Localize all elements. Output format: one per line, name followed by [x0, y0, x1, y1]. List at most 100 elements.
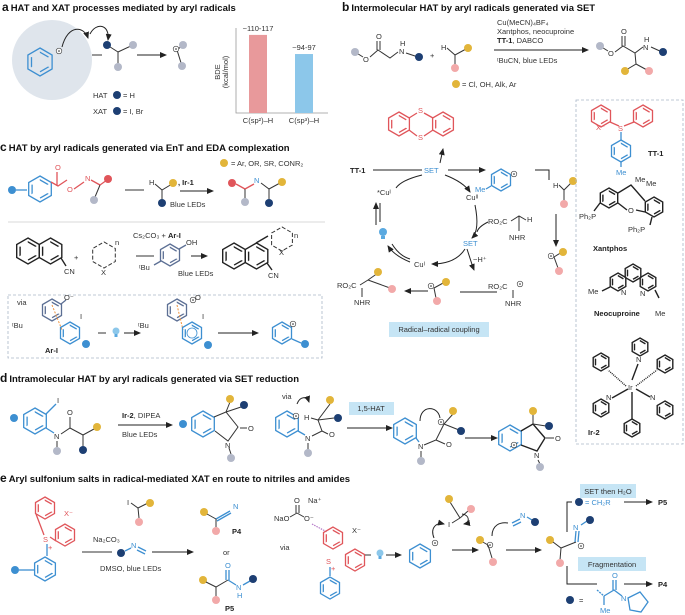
- double-bond: [633, 339, 647, 355]
- substituent-dot: [621, 67, 629, 75]
- substituent-dot: [489, 558, 497, 566]
- bond-line: [244, 183, 255, 190]
- substituent-dot: [467, 505, 475, 513]
- bde-bar-chart: BDE (kcal/mol) C(sp²)–H C(sp³)–H ~110-11…: [213, 24, 328, 125]
- atom-label: I: [448, 520, 450, 529]
- double-bond: [594, 400, 608, 416]
- atom-label: +: [331, 564, 336, 573]
- aromatic-ring: [59, 321, 81, 345]
- bond-line: [566, 566, 597, 585]
- panel-letter: b: [342, 0, 349, 14]
- double-bond: [37, 559, 53, 579]
- atom-label: Na⁺: [308, 496, 322, 505]
- substituent-dot: [374, 268, 382, 276]
- atom-label: N: [640, 289, 645, 298]
- bond-line: [136, 549, 146, 555]
- bond-line: [415, 437, 420, 443]
- atom-label: X⁻: [596, 123, 605, 132]
- condition-text: Cu(MeCN)₄BF₄: [497, 18, 549, 27]
- bond-line: [520, 423, 546, 452]
- xantphos-label: Xantphos: [593, 244, 627, 253]
- condition-text: Ir-2, DIPEA: [122, 411, 160, 420]
- aromatic-ring: [41, 298, 63, 322]
- double-bond: [625, 420, 639, 436]
- substituent-dot: [204, 341, 212, 349]
- curved-line: [476, 221, 489, 233]
- substituent-dot: [531, 518, 539, 526]
- product-p4-label: P4: [232, 527, 242, 536]
- aromatic-ring: [590, 104, 612, 128]
- radical-dot: [175, 48, 177, 50]
- substituent-dot: [212, 527, 220, 535]
- substituent-dot: [304, 449, 312, 457]
- bond-line: [311, 419, 323, 437]
- substituent-dot: [545, 422, 553, 430]
- radical-dot: [434, 542, 436, 544]
- bond-line: [601, 286, 611, 292]
- bond-line: [511, 518, 521, 524]
- bond-line: [449, 501, 461, 519]
- condition-text: DMSO, blue LEDs: [100, 564, 162, 573]
- substituent-dot: [379, 228, 387, 236]
- radical-dot: [489, 544, 491, 546]
- benzene-ring: [27, 47, 53, 77]
- substituent-dot: [227, 454, 235, 462]
- atom-label: S: [418, 106, 423, 115]
- coupling-label: Radical–radical coupling: [398, 325, 479, 334]
- atom-label: ᵗBu: [139, 263, 150, 272]
- radical-dot: [513, 444, 515, 446]
- radical-icon: [289, 320, 297, 328]
- double-bond: [435, 114, 451, 134]
- bond-line: [535, 169, 550, 180]
- bond-line: [451, 517, 461, 524]
- atom-label: ᵗBu: [12, 321, 23, 330]
- bond-line: [291, 338, 302, 344]
- atom-label: NHR: [509, 233, 526, 242]
- atom-label: N: [131, 541, 136, 550]
- panel-letter: a: [2, 0, 9, 14]
- substituent-dot: [464, 44, 472, 52]
- double-bond: [41, 241, 60, 261]
- atom-label: O: [612, 571, 618, 580]
- bond-line: [635, 63, 648, 71]
- substituent-dot: [560, 200, 568, 208]
- atom-label: N: [520, 511, 525, 520]
- double-bond: [641, 274, 655, 290]
- or-label: or: [223, 548, 230, 557]
- substituent-dot: [445, 495, 453, 503]
- bond-line: [130, 502, 149, 509]
- p4-target-label: P4: [658, 580, 668, 589]
- aromatic-ring: [54, 523, 76, 547]
- aromatic-ring: [639, 272, 657, 292]
- radical-icon: [510, 170, 518, 178]
- aromatic-ring: [271, 321, 293, 345]
- atom-label: Me: [616, 168, 626, 177]
- substituent-dot: [186, 327, 198, 339]
- double-bond: [658, 402, 672, 418]
- bond-line: [435, 439, 446, 445]
- atom-label: Ph₂P: [579, 212, 596, 221]
- double-bond: [162, 246, 178, 264]
- substituent-dot: [278, 178, 286, 186]
- bond-line: [35, 513, 45, 536]
- atom-label: I: [80, 312, 82, 321]
- bond-line: [60, 257, 67, 267]
- atom-label: N: [254, 176, 259, 185]
- double-bond: [62, 324, 78, 342]
- bar: [249, 34, 267, 113]
- eda-interaction: [51, 304, 63, 331]
- double-bond: [57, 526, 73, 544]
- aromatic-ring: [631, 337, 649, 357]
- bond-line: [45, 427, 55, 434]
- bond-line: [255, 235, 269, 244]
- bond-line: [50, 179, 68, 187]
- aromatic-ring: [181, 321, 203, 345]
- bond-line: [408, 129, 418, 137]
- double-bond: [613, 142, 629, 160]
- atom-label: H: [149, 178, 154, 187]
- substituent-dot: [449, 407, 457, 415]
- atom-label: O: [608, 49, 614, 58]
- atom-label: O: [446, 440, 452, 449]
